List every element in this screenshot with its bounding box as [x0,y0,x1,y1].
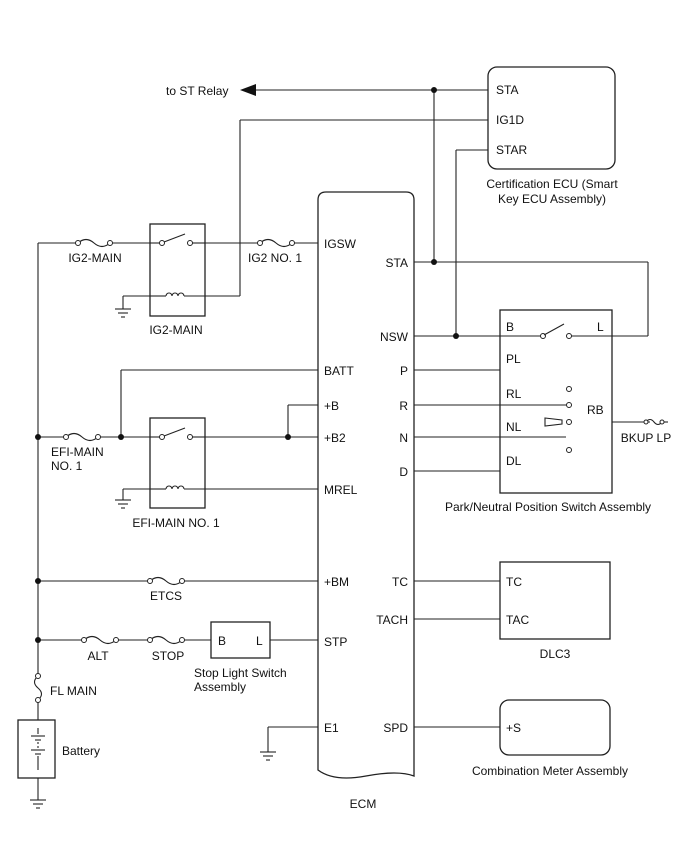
relay-efi-main-label: EFI-MAIN NO. 1 [132,516,220,530]
dlc3-caption: DLC3 [540,647,571,661]
fuse-stop: STOP [147,635,185,663]
relay-ig2-main: IG2-MAIN [149,223,206,337]
stop-light-pin-l: L [256,634,263,648]
cert-pin-star: STAR [496,143,527,157]
relay-efi-main-no1: EFI-MAIN NO. 1 [132,417,220,530]
fuse-alt: ALT [81,635,119,663]
junction-dots [35,87,459,643]
dlc3-pin-tac: TAC [506,613,529,627]
ecm-pin-r: R [399,399,408,413]
cert-caption-1: Certification ECU (Smart [486,177,618,191]
fuse-ig2-no1: IG2 NO. 1 [248,238,302,265]
pnp-switch: B L PL RL NL DL RB [499,309,613,494]
pnp-pin-rb: RB [587,403,604,417]
pnp-pin-dl: DL [506,454,522,468]
ground-symbols [30,308,276,809]
ecm-pin-p: P [400,364,408,378]
ground-icon [260,751,276,761]
ecm-pin-e1: E1 [324,721,339,735]
ecm-pin-plus-bm: +BM [324,575,349,589]
fuse-bkup-lp: BKUP LP [621,418,671,445]
st-relay-arrow: to ST Relay [166,84,488,98]
fuse-ig2-main: IG2-MAIN [68,238,122,265]
ecm-pin-stp: STP [324,635,347,649]
fuse-etcs-label: ETCS [150,589,182,603]
stop-light-caption-2: Assembly [194,680,246,694]
ground-icon [115,308,131,318]
fuse-etcs: ETCS [147,576,185,603]
stop-light-switch: B L Stop Light Switch Assembly [194,621,287,694]
ecm-pin-plus-b: +B [324,399,339,413]
fuse-fl-main: FL MAIN [33,673,97,703]
certification-ecu: STA IG1D STAR Certification ECU (Smart K… [486,66,618,206]
ecm-pin-sta: STA [386,256,408,270]
ecm-pin-plus-b2: +B2 [324,431,346,445]
ecm-pin-n: N [399,431,408,445]
dlc3-pin-tc: TC [506,575,522,589]
battery: Battery [17,719,100,779]
ecm-pin-batt: BATT [324,364,354,378]
pnp-pin-rl: RL [506,387,522,401]
stop-light-pin-b: B [218,634,226,648]
ecm-pin-spd: SPD [383,721,408,735]
pnp-pin-nl: NL [506,420,522,434]
battery-label: Battery [62,744,100,758]
pnp-pin-b: B [506,320,514,334]
cert-caption-2: Key ECU Assembly) [498,192,606,206]
fuse-efi-main-label-2: NO. 1 [51,459,83,473]
cert-pin-sta: STA [496,83,518,97]
st-relay-label: to ST Relay [166,84,228,98]
ecm-pin-mrel: MREL [324,483,358,497]
meter-caption: Combination Meter Assembly [472,764,628,778]
dlc3: TC TAC DLC3 [499,561,611,661]
ecm-pin-d: D [399,465,408,479]
ecm-pin-tach: TACH [376,613,408,627]
ecm-pin-tc: TC [392,575,408,589]
fuse-stop-label: STOP [152,649,184,663]
fuse-efi-main-no1: EFI-MAIN NO. 1 [51,432,104,473]
pnp-pin-pl: PL [506,352,521,366]
ground-icon [30,799,46,809]
combination-meter: +S Combination Meter Assembly [472,699,628,778]
fuse-efi-main-label-1: EFI-MAIN [51,445,104,459]
pnp-caption: Park/Neutral Position Switch Assembly [445,500,651,514]
fuse-fl-main-label: FL MAIN [50,684,97,698]
pnp-pin-l: L [597,320,604,334]
ecm-pin-igsw: IGSW [324,237,357,251]
ecm-pin-nsw: NSW [380,330,409,344]
stop-light-caption-1: Stop Light Switch [194,666,287,680]
fuse-alt-label: ALT [87,649,109,663]
fuse-ig2-main-label: IG2-MAIN [68,251,121,265]
bkup-lp-label: BKUP LP [621,431,671,445]
relay-ig2-main-label: IG2-MAIN [149,323,202,337]
fuse-ig2-no1-label: IG2 NO. 1 [248,251,302,265]
cert-pin-ig1d: IG1D [496,113,524,127]
ecm-label: ECM [350,797,377,811]
ground-icon [115,499,131,509]
meter-pin-plus-s: +S [506,721,521,735]
ecm-block: ECM IGSW BATT +B +B2 MREL +BM STP E1 STA… [317,191,415,811]
